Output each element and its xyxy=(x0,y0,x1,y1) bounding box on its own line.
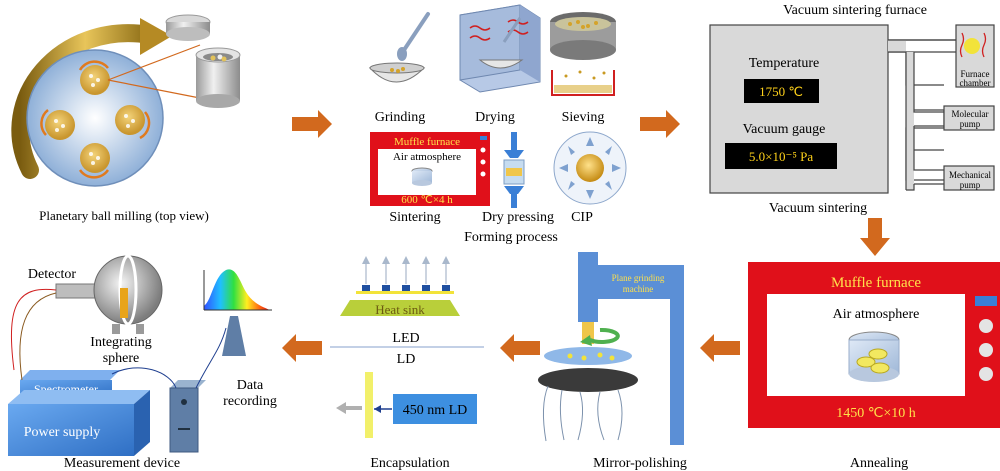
integrating-sphere-label-2: sphere xyxy=(103,351,140,366)
milling-jar xyxy=(115,105,145,135)
gauge-label: Vacuum gauge xyxy=(743,122,826,137)
large-muffle-atmosphere: Air atmosphere xyxy=(833,307,920,322)
furnace-chamber-label-1: Furnace xyxy=(961,69,990,79)
plane-grinding-label-2: machine xyxy=(623,284,654,294)
ball-milling-illustration: Planetary ball milling (top view) xyxy=(11,14,241,223)
sintering-label: Sintering xyxy=(389,210,440,225)
forming-process-label: Forming process xyxy=(464,230,558,245)
drying-illustration: Drying xyxy=(459,4,541,125)
detector-label: Detector xyxy=(28,267,77,282)
vacuum-sintering-furnace: Vacuum sintering furnace Temperature 175… xyxy=(709,3,995,216)
drying-label: Drying xyxy=(475,110,515,125)
small-muffle-furnace: Muffle furnace Air atmosphere 600 ℃×4 h … xyxy=(370,132,490,225)
ld-label: LD xyxy=(397,352,416,367)
molecular-pump-label-1: Molecular xyxy=(952,109,989,119)
small-muffle-condition: 600 ℃×4 h xyxy=(401,194,453,206)
molecular-pump-box xyxy=(943,105,995,131)
rotation-arrowhead-icon xyxy=(140,18,172,55)
encapsulation-illustration: Heat sink LED LD 450 nm LD Encapsulation xyxy=(330,256,484,471)
vacuum-gauge-display xyxy=(725,143,837,169)
furnace-chamber-label-2: chamber xyxy=(960,78,991,88)
measurement-illustration: Detector Integrating sphere Spectrometer… xyxy=(8,254,277,471)
large-muffle-title: Muffle furnace xyxy=(831,275,921,291)
vacuum-sintering-label: Vacuum sintering xyxy=(769,201,867,216)
mechanical-pump-box xyxy=(943,165,995,191)
small-muffle-title: Muffle furnace xyxy=(394,136,460,148)
flow-arrow-left-icon xyxy=(700,334,740,362)
ld-source-label: 450 nm LD xyxy=(403,403,468,418)
temperature-value: 1750 ℃ xyxy=(759,84,803,99)
flow-arrow-left-icon xyxy=(282,334,322,362)
ball-milling-label: Planetary ball milling (top view) xyxy=(39,208,209,223)
large-muffle-furnace: Muffle furnace Air atmosphere 1450 ℃×10 … xyxy=(748,262,1000,471)
data-recording-label-2: recording xyxy=(223,394,277,409)
mirror-polishing-label: Mirror-polishing xyxy=(593,456,687,471)
led-label: LED xyxy=(392,331,419,346)
flow-arrow-icon xyxy=(292,110,332,138)
milling-jar xyxy=(80,143,110,173)
sieving-label: Sieving xyxy=(562,110,605,125)
sieving-illustration: Sieving xyxy=(550,12,616,125)
spectrum-curve xyxy=(204,269,270,310)
small-muffle-atmosphere: Air atmosphere xyxy=(393,151,461,163)
integrating-sphere-label-1: Integrating xyxy=(90,335,151,350)
encapsulation-label: Encapsulation xyxy=(370,456,449,471)
plane-grinding-label-1: Plane grinding xyxy=(612,273,665,283)
temperature-display xyxy=(744,79,819,103)
milling-jar xyxy=(80,65,110,95)
temperature-label: Temperature xyxy=(749,56,820,71)
grinding-illustration: Grinding xyxy=(368,12,430,125)
flow-arrow-left-icon xyxy=(500,334,540,362)
cip-label: CIP xyxy=(571,210,593,225)
flow-arrow-icon xyxy=(640,110,680,138)
mechanical-pump-label-1: Mechanical xyxy=(949,170,991,180)
power-supply-box xyxy=(8,404,134,456)
annealing-label: Annealing xyxy=(850,456,908,471)
milling-jar-detail xyxy=(196,55,240,101)
heat-sink-label: Heat sink xyxy=(375,302,425,317)
dry-pressing-label: Dry pressing xyxy=(482,210,554,225)
cip-illustration: CIP xyxy=(553,131,627,225)
dry-pressing-illustration: Dry pressing xyxy=(482,132,554,225)
milling-jar xyxy=(45,110,75,140)
measurement-device-label: Measurement device xyxy=(64,456,180,471)
vacuum-furnace-title: Vacuum sintering furnace xyxy=(783,3,927,18)
rotation-arrow-icon xyxy=(11,24,159,179)
mirror-polishing-illustration: Plane grinding machine Mirror-polishing xyxy=(538,252,687,471)
grinding-label: Grinding xyxy=(375,110,426,125)
computer-tower xyxy=(169,387,199,453)
mechanical-pump-label-2: pump xyxy=(960,180,981,190)
gauge-value: 5.0×10⁻⁵ Pa xyxy=(749,149,813,164)
data-recording-label-1: Data xyxy=(237,378,264,393)
molecular-pump-label-2: pump xyxy=(960,119,981,129)
power-supply-label: Power supply xyxy=(24,425,101,440)
flow-arrow-down-icon xyxy=(860,218,890,256)
large-muffle-condition: 1450 ℃×10 h xyxy=(836,406,916,421)
ld-source-box xyxy=(393,394,477,424)
